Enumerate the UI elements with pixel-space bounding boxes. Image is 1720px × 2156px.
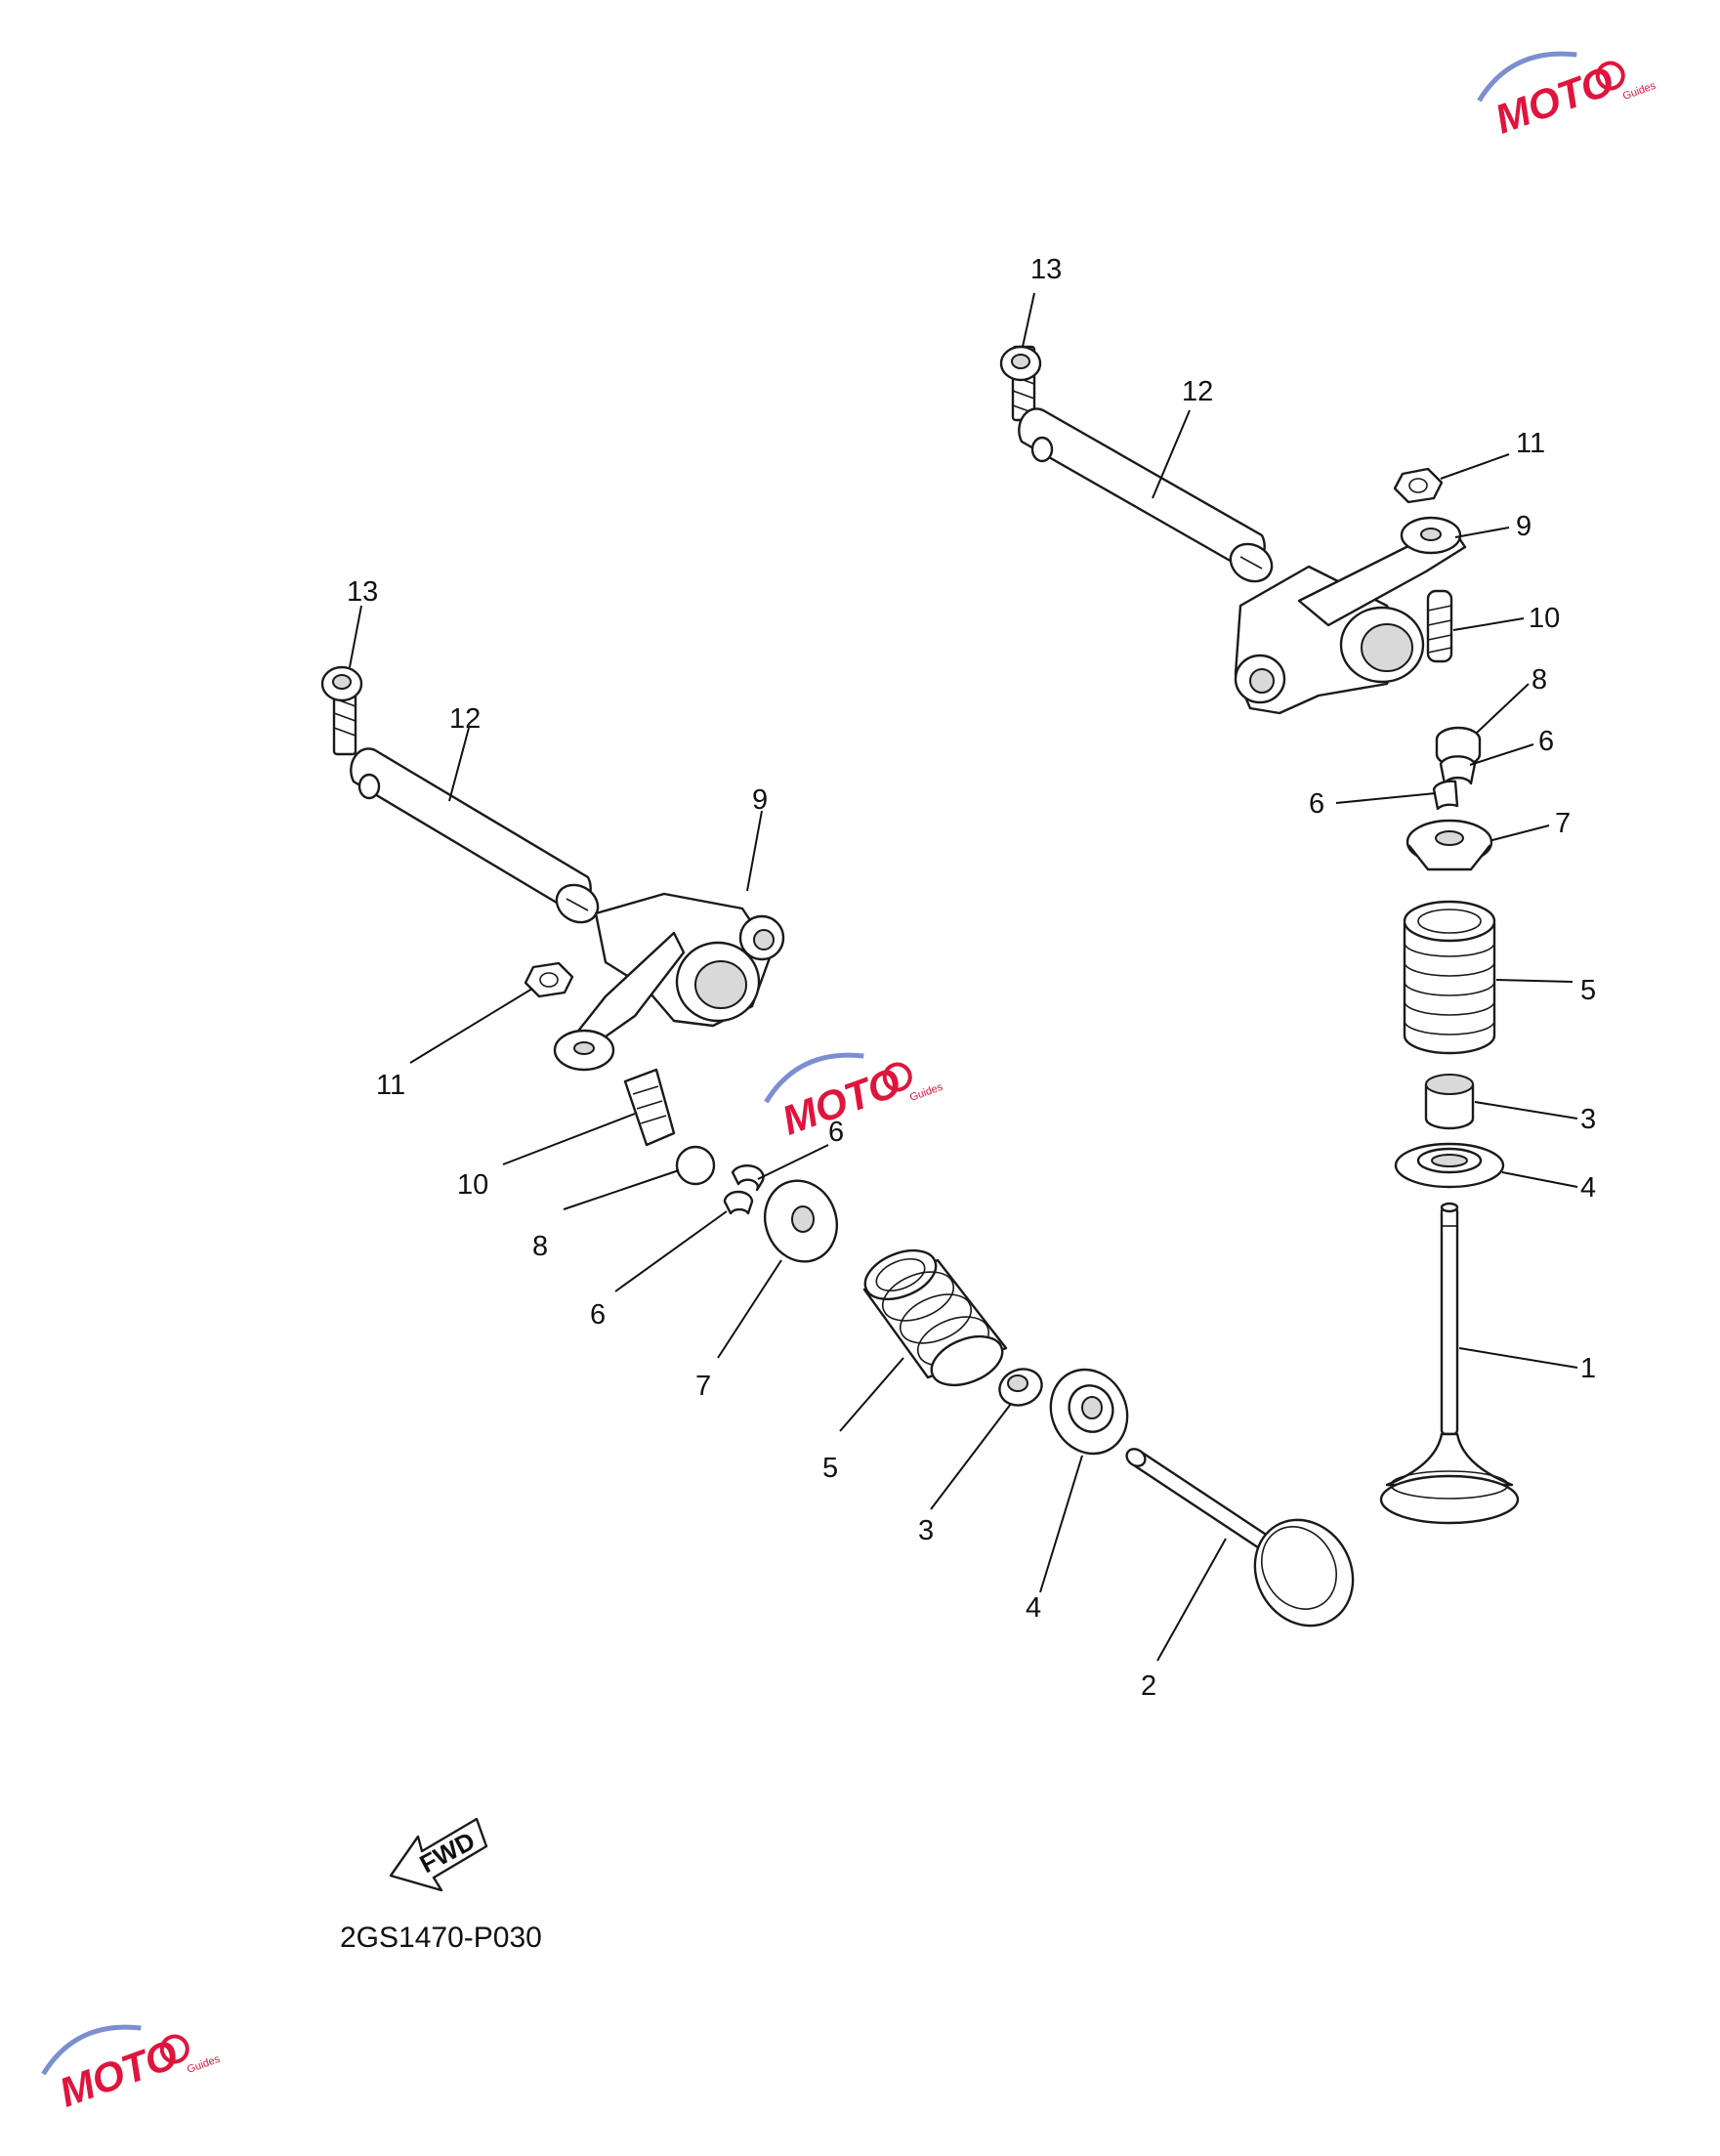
callout-arm-right: 9	[1516, 511, 1531, 542]
callout-cotter-right-a: 6	[1538, 726, 1554, 757]
exhaust-valve	[1379, 1202, 1520, 1525]
valve-spring-right	[1403, 900, 1496, 1055]
spring-seat-right	[1394, 1142, 1505, 1189]
adjuster-screw-left	[623, 1068, 676, 1147]
svg-text:Guides: Guides	[1621, 80, 1657, 103]
callout-seal-left: 3	[918, 1515, 934, 1546]
watermark-logo-bottom-left: MOTO Guides	[41, 2024, 222, 2116]
callout-seat-left: 4	[1026, 1592, 1041, 1624]
callout-nut-left: 11	[376, 1070, 405, 1101]
callout-shaft-left: 12	[449, 703, 481, 735]
callout-bolt-left: 13	[347, 576, 378, 608]
watermark-logo-top-right: MOTO Guides	[1477, 51, 1657, 143]
callout-adjuster-left: 10	[457, 1169, 488, 1201]
callout-valve-exhaust: 1	[1580, 1353, 1596, 1384]
cotter-left	[723, 1163, 765, 1215]
bolt-right	[999, 345, 1042, 422]
callout-spring-right: 5	[1580, 975, 1596, 1006]
cotter-right	[1432, 755, 1477, 811]
stem-seal-right	[1424, 1074, 1475, 1130]
adjuster-screw-right	[1426, 589, 1453, 663]
fwd-label: FWD	[415, 1826, 480, 1879]
callout-cotter-left-b: 6	[590, 1299, 606, 1331]
intake-valve	[1125, 1448, 1355, 1628]
callout-cap-right: 8	[1531, 664, 1547, 696]
callout-bolt-right: 13	[1030, 254, 1062, 285]
svg-text:Guides: Guides	[186, 2053, 222, 2076]
callout-valve-intake: 2	[1141, 1670, 1156, 1702]
callout-arm-left: 9	[752, 784, 768, 816]
callout-spring-left: 5	[822, 1453, 838, 1484]
stem-seal-left	[998, 1368, 1043, 1407]
callout-nut-right: 11	[1516, 428, 1545, 459]
valve-spring-left	[862, 1248, 1008, 1387]
spring-retainer-left	[764, 1179, 838, 1263]
callout-cap-left: 8	[532, 1231, 548, 1262]
rocker-arm-right	[1234, 516, 1467, 715]
valve-cap-left	[675, 1145, 716, 1186]
svg-text:Guides: Guides	[908, 1081, 944, 1104]
callout-cotter-right-b: 6	[1309, 788, 1324, 820]
spring-seat-left	[1049, 1368, 1129, 1456]
bolt-left	[320, 665, 363, 756]
callout-shaft-right: 12	[1182, 376, 1213, 407]
lock-nut-right	[1393, 467, 1444, 504]
callout-cotter-left-a: 6	[828, 1117, 844, 1148]
callout-retainer-right: 7	[1555, 808, 1571, 839]
leader-lines	[349, 292, 1578, 1662]
callout-seat-right: 4	[1580, 1172, 1596, 1204]
watermark-logo-center: MOTO Guides	[764, 1052, 944, 1144]
rocker-shaft-right	[1018, 407, 1274, 583]
lock-nut-left	[524, 961, 574, 998]
callout-adjuster-right: 10	[1529, 603, 1560, 634]
spring-retainer-right	[1405, 819, 1493, 871]
callout-retainer-left: 7	[695, 1371, 711, 1402]
diagram-code: 2GS1470-P030	[340, 1922, 542, 1954]
callout-seal-right: 3	[1580, 1104, 1596, 1135]
fwd-arrow-icon: FWD	[389, 1817, 488, 1892]
callout-numbers: 13 12 11 9 10 8 6 6 7 5 3 4 1 13 12 9 11…	[347, 254, 1596, 1702]
rocker-arm-left	[553, 892, 785, 1072]
rocker-shaft-left	[350, 747, 600, 924]
